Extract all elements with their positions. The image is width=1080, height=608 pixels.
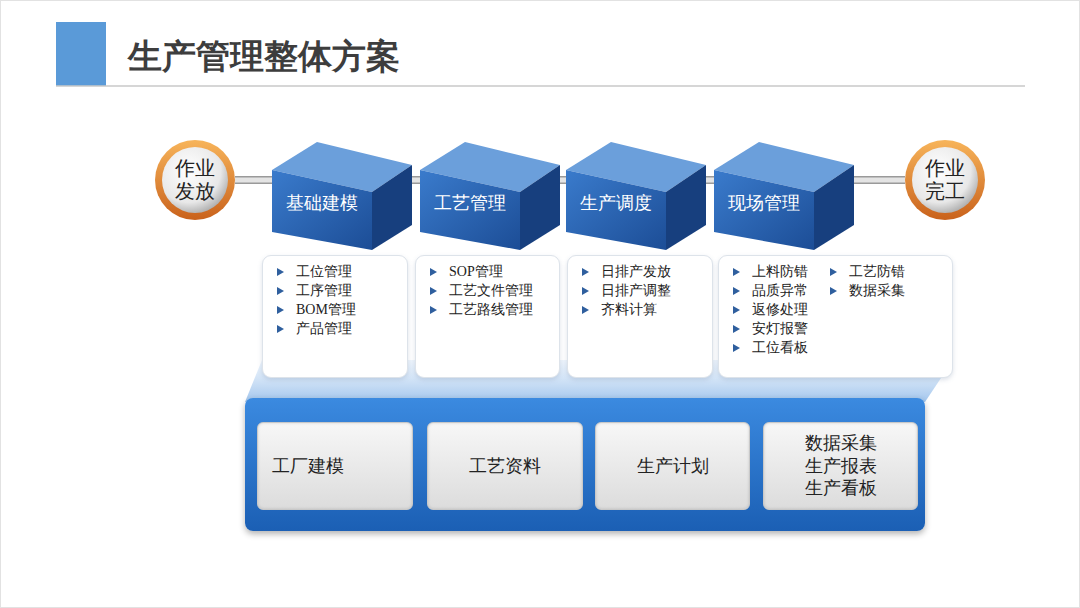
- bullet-arrow: [830, 287, 837, 295]
- function-item: 工艺防错: [849, 263, 905, 281]
- function-item: 产品管理: [296, 320, 352, 338]
- bullet-arrow: [430, 306, 437, 314]
- timeline-bar: [411, 178, 421, 183]
- function-item: 数据采集: [849, 282, 905, 300]
- bullet-arrow: [830, 268, 837, 276]
- function-item: 齐料计算: [601, 301, 657, 319]
- title-rule: [56, 85, 1025, 87]
- page-title: 生产管理整体方案: [128, 34, 1080, 80]
- module-label: 工厂建模: [272, 455, 344, 478]
- bullet-arrow: [582, 306, 589, 314]
- bullet-arrow: [582, 268, 589, 276]
- function-list-box: SOP管理工艺文件管理工艺路线管理: [415, 255, 560, 378]
- timeline-bar-shadow: [559, 176, 567, 184]
- list-item: 数据采集: [830, 281, 905, 300]
- list-item: 工序管理: [277, 281, 399, 300]
- stage-cube: 生产调度: [566, 140, 706, 250]
- bullet-arrow: [277, 287, 284, 295]
- timeline-bar-shadow: [235, 176, 273, 184]
- function-item: 上料防错: [752, 263, 808, 281]
- function-item: SOP管理: [449, 263, 503, 281]
- function-item: 工序管理: [296, 282, 352, 300]
- list-item: 日排产发放: [582, 262, 704, 281]
- timeline-bar-shadow: [411, 176, 421, 184]
- list-item: 安灯报警: [733, 319, 808, 338]
- function-item: 返修处理: [752, 301, 808, 319]
- list-item: 工艺防错: [830, 262, 905, 281]
- stage-cube: 现场管理: [714, 140, 854, 250]
- function-item: BOM管理: [296, 301, 356, 319]
- function-item: 工艺文件管理: [449, 282, 533, 300]
- bullet-arrow: [733, 268, 740, 276]
- module-box: 工艺资料: [427, 422, 583, 510]
- list-item: 上料防错: [733, 262, 808, 281]
- module-box: 数据采集 生产报表 生产看板: [763, 422, 918, 510]
- stage-cube: 工艺管理: [420, 140, 560, 250]
- milestone-circle: 作业 发放: [154, 139, 236, 221]
- list-item: 返修处理: [733, 300, 808, 319]
- bullet-arrow: [582, 287, 589, 295]
- function-item: 日排产发放: [601, 263, 671, 281]
- function-item: 工位看板: [752, 339, 808, 357]
- bullet-arrow: [733, 325, 740, 333]
- title-accent: [56, 22, 106, 86]
- module-box: 生产计划: [595, 422, 750, 510]
- timeline-bar-shadow: [705, 176, 715, 184]
- bullet-arrow: [277, 268, 284, 276]
- bullet-arrow: [430, 287, 437, 295]
- bullet-arrow: [277, 306, 284, 314]
- module-label: 生产计划: [637, 455, 709, 478]
- list-item: 品质异常: [733, 281, 808, 300]
- bullet-arrow: [430, 268, 437, 276]
- list-item: 产品管理: [277, 319, 399, 338]
- milestone-label: 作业 完工: [922, 157, 968, 203]
- stage-label: 工艺管理: [420, 192, 520, 214]
- stage-label: 基础建模: [272, 192, 372, 214]
- list-item: 齐料计算: [582, 300, 704, 319]
- bullet-arrow: [733, 344, 740, 352]
- stage-label: 生产调度: [566, 192, 666, 214]
- bullet-arrow: [277, 325, 284, 333]
- timeline-bar: [705, 178, 715, 183]
- function-list-box: 日排产发放日排产调整齐料计算: [567, 255, 713, 378]
- list-item: BOM管理: [277, 300, 399, 319]
- module-label: 数据采集 生产报表 生产看板: [800, 432, 881, 500]
- function-item: 安灯报警: [752, 320, 808, 338]
- list-item: 工位管理: [277, 262, 399, 281]
- timeline-bar: [559, 178, 567, 183]
- function-list-box: 上料防错品质异常返修处理安灯报警工位看板 工艺防错数据采集: [718, 255, 953, 378]
- milestone-circle: 作业 完工: [904, 139, 986, 221]
- stage-label: 现场管理: [714, 192, 814, 214]
- function-item: 日排产调整: [601, 282, 671, 300]
- milestone-label: 作业 发放: [172, 157, 218, 203]
- module-label: 工艺资料: [469, 455, 541, 478]
- timeline-bar: [853, 178, 905, 183]
- stage-cube: 基础建模: [272, 140, 412, 250]
- function-list-box: 工位管理工序管理BOM管理产品管理: [262, 255, 408, 378]
- timeline-bar-shadow: [853, 176, 905, 184]
- function-item: 品质异常: [752, 282, 808, 300]
- platform-panel: 工厂建模 工艺资料 生产计划 数据采集 生产报表 生产看板: [245, 398, 925, 531]
- list-item: 工位看板: [733, 338, 808, 357]
- module-box: 工厂建模: [257, 422, 413, 510]
- list-item: 工艺文件管理: [430, 281, 551, 300]
- function-item: 工艺路线管理: [449, 301, 533, 319]
- list-item: 工艺路线管理: [430, 300, 551, 319]
- bullet-arrow: [733, 287, 740, 295]
- list-item: SOP管理: [430, 262, 551, 281]
- timeline-bar: [235, 178, 273, 183]
- function-item: 工位管理: [296, 263, 352, 281]
- list-item: 日排产调整: [582, 281, 704, 300]
- bullet-arrow: [733, 306, 740, 314]
